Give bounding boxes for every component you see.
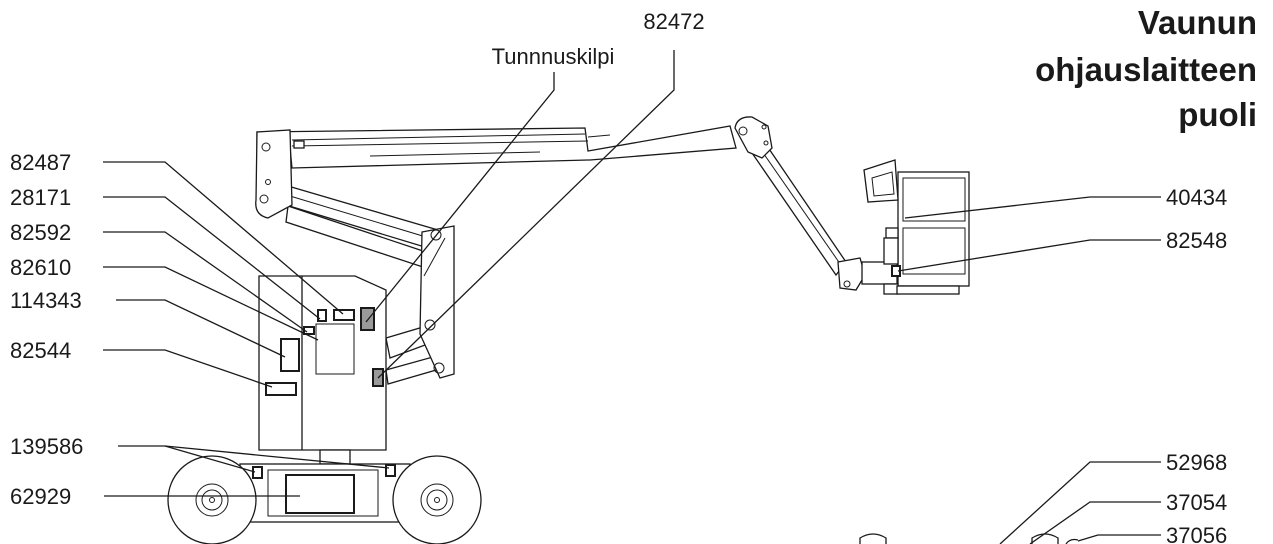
label-82544: 82544 <box>10 338 71 363</box>
leader-37054 <box>1029 501 1161 544</box>
turntable <box>258 275 387 465</box>
label-82610: 82610 <box>10 255 71 280</box>
leader-82544 <box>103 349 273 388</box>
label-62929: 62929 <box>10 484 71 509</box>
leader-82548 <box>897 239 1161 272</box>
label-37056: 37056 <box>1166 523 1227 544</box>
leader-lines <box>103 50 1161 544</box>
label-tunnuskilpi: Tunnnuskilpi <box>492 44 615 69</box>
part-labels: 82472 Tunnnuskilpi 82487 28171 82592 826… <box>10 9 1227 544</box>
partial-outline-3 <box>1065 538 1079 544</box>
title-line-1: Vaunun <box>1138 4 1257 41</box>
label-114343: 114343 <box>10 288 82 313</box>
leader-139586-b <box>164 445 390 469</box>
label-139586: 139586 <box>10 434 83 459</box>
title-line-2: ohjauslaitteen <box>1035 51 1257 88</box>
label-82472: 82472 <box>643 9 704 34</box>
label-52968: 52968 <box>1166 450 1227 475</box>
label-37054: 37054 <box>1166 490 1227 515</box>
label-40434: 40434 <box>1166 185 1227 210</box>
leader-52968 <box>999 461 1161 544</box>
partial-outline-1 <box>859 533 887 544</box>
decal-62929 <box>285 474 355 514</box>
title-line-3: puoli <box>1178 96 1257 133</box>
decal-82487 <box>333 309 355 321</box>
jib-arm <box>734 116 898 291</box>
left-wheel <box>167 455 257 544</box>
leader-28171 <box>103 196 321 320</box>
leader-tunnuskilpi <box>365 72 555 323</box>
leader-40434 <box>904 196 1161 219</box>
leader-82487 <box>103 161 344 315</box>
right-wheel <box>392 455 482 544</box>
decal-139586-a <box>252 466 263 479</box>
label-82487: 82487 <box>10 150 71 175</box>
leader-37056 <box>1077 534 1161 542</box>
leader-82610 <box>103 266 319 341</box>
label-82592: 82592 <box>10 220 71 245</box>
label-82548: 82548 <box>1166 228 1227 253</box>
boom-end-bracket <box>255 129 293 219</box>
decal-114343 <box>280 338 300 372</box>
leader-82472 <box>377 50 675 379</box>
decal-28171 <box>317 309 327 322</box>
decal-139586-b <box>385 464 396 477</box>
leader-114343 <box>116 299 286 358</box>
riser-plate <box>419 225 455 379</box>
platform-basket <box>863 159 970 295</box>
decal-nameplate <box>360 307 375 331</box>
machine-drawing <box>167 116 1079 544</box>
label-28171: 28171 <box>10 185 71 210</box>
leader-82592 <box>103 231 308 333</box>
decal-82544 <box>265 382 297 396</box>
partial-outline-2 <box>1031 533 1059 544</box>
